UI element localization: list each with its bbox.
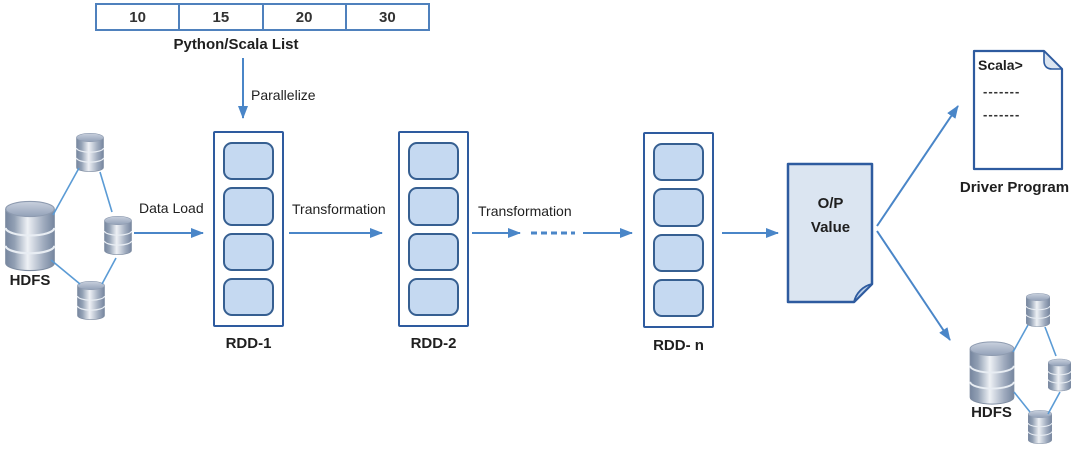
datanode-database-icon: [1047, 358, 1072, 392]
transformation-label-2: Transformation: [478, 203, 572, 219]
driver-program-label: Driver Program: [959, 179, 1070, 196]
rdd-2-box: [398, 131, 469, 327]
hdfs-left-label: HDFS: [9, 272, 51, 289]
code-dash-line: -------: [983, 107, 1021, 122]
python-scala-list-caption: Python/Scala List: [173, 36, 299, 53]
rdd-partition-cell: [408, 277, 459, 316]
datanode-database-icon: [1027, 409, 1053, 445]
rdd-partition-cell: [408, 232, 459, 271]
output-to-driver-arrow: [876, 105, 959, 227]
output-to-hdfs-arrow: [876, 230, 951, 341]
hdfs-database-icon: [969, 340, 1015, 406]
python-scala-list: 10 15 20 30: [95, 3, 430, 31]
output-value-text: O/P Value: [788, 192, 873, 240]
datanode-database-icon: [76, 280, 106, 321]
list-cell: 10: [129, 8, 146, 26]
rdd-partition-cell: [653, 143, 704, 182]
datanode-database-icon: [75, 132, 105, 173]
hdfs-left-connector-lines: [50, 167, 117, 285]
transformation-label-1: Transformation: [292, 201, 386, 217]
datanode-database-icon: [1025, 292, 1051, 328]
driver-program-document: [972, 49, 1064, 171]
rdd-partition-cell: [653, 233, 704, 272]
rdd-partition-cell: [408, 187, 459, 226]
rdd-partition-cell: [653, 278, 704, 317]
parallelize-label: Parallelize: [251, 87, 316, 103]
output-value-document: [786, 162, 874, 304]
rdd-n-label: RDD- n: [653, 337, 704, 354]
rdd-1-box: [213, 131, 284, 327]
rdd-partition-cell: [223, 232, 274, 271]
code-dash-line: -------: [983, 84, 1021, 99]
rdd-partition-cell: [408, 142, 459, 181]
rdd-partition-cell: [223, 277, 274, 316]
list-cell: 30: [344, 5, 428, 29]
list-cell: 15: [178, 5, 261, 29]
rdd-partition-cell: [223, 142, 274, 181]
hdfs-right-label: HDFS: [971, 404, 1012, 421]
rdd-partition-cell: [653, 188, 704, 227]
data-load-label: Data Load: [139, 200, 204, 216]
rdd-n-box: [643, 132, 714, 328]
rdd-1-label: RDD-1: [225, 335, 272, 352]
datanode-database-icon: [103, 215, 133, 256]
output-value-line1: O/P: [817, 195, 844, 212]
output-value-line2: Value: [810, 219, 851, 236]
list-cell: 20: [261, 5, 345, 29]
rdd-2-label: RDD-2: [410, 335, 457, 352]
hdfs-right-connector-lines: [1012, 324, 1061, 415]
scala-prompt-text: Scala>: [978, 57, 1023, 73]
hdfs-database-icon: [4, 200, 56, 272]
rdd-partition-cell: [223, 187, 274, 226]
